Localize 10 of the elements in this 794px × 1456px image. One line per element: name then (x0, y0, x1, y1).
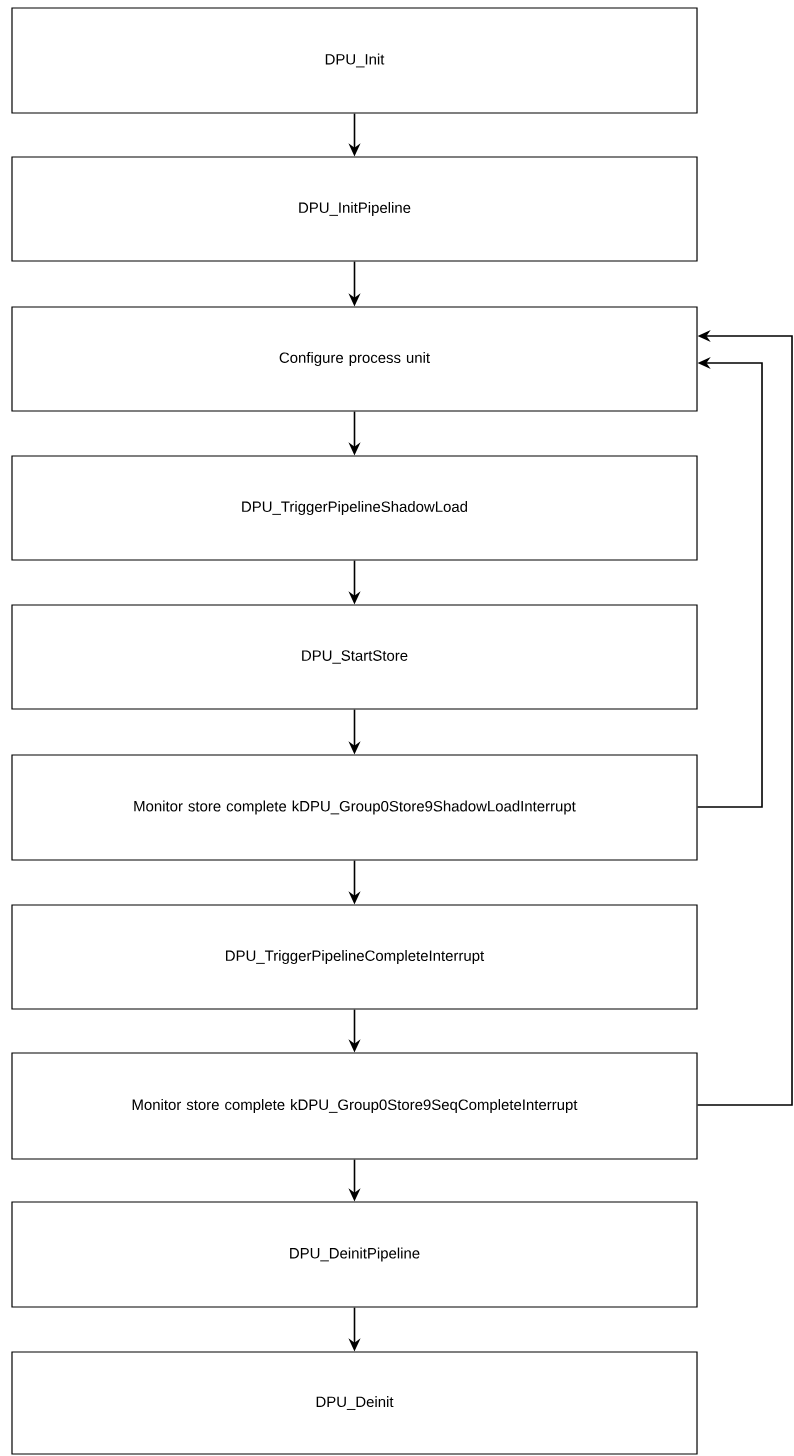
process-box: DPU_TriggerPipelineCompleteInterrupt (11, 904, 698, 1010)
process-box: DPU_Deinit (11, 1351, 698, 1455)
process-box: DPU_Init (11, 7, 698, 114)
process-box: Monitor store complete kDPU_Group0Store9ShadowLoadInterrupt (11, 754, 698, 861)
process-box: DPU_StartStore (11, 604, 698, 710)
process-box: DPU_DeinitPipeline (11, 1201, 698, 1308)
process-box: DPU_InitPipeline (11, 156, 698, 262)
process-box: DPU_TriggerPipelineShadowLoad (11, 455, 698, 561)
process-box: Configure process unit (11, 306, 698, 412)
process-box: Monitor store complete kDPU_Group0Store9SeqCompleteInterrupt (11, 1052, 698, 1160)
